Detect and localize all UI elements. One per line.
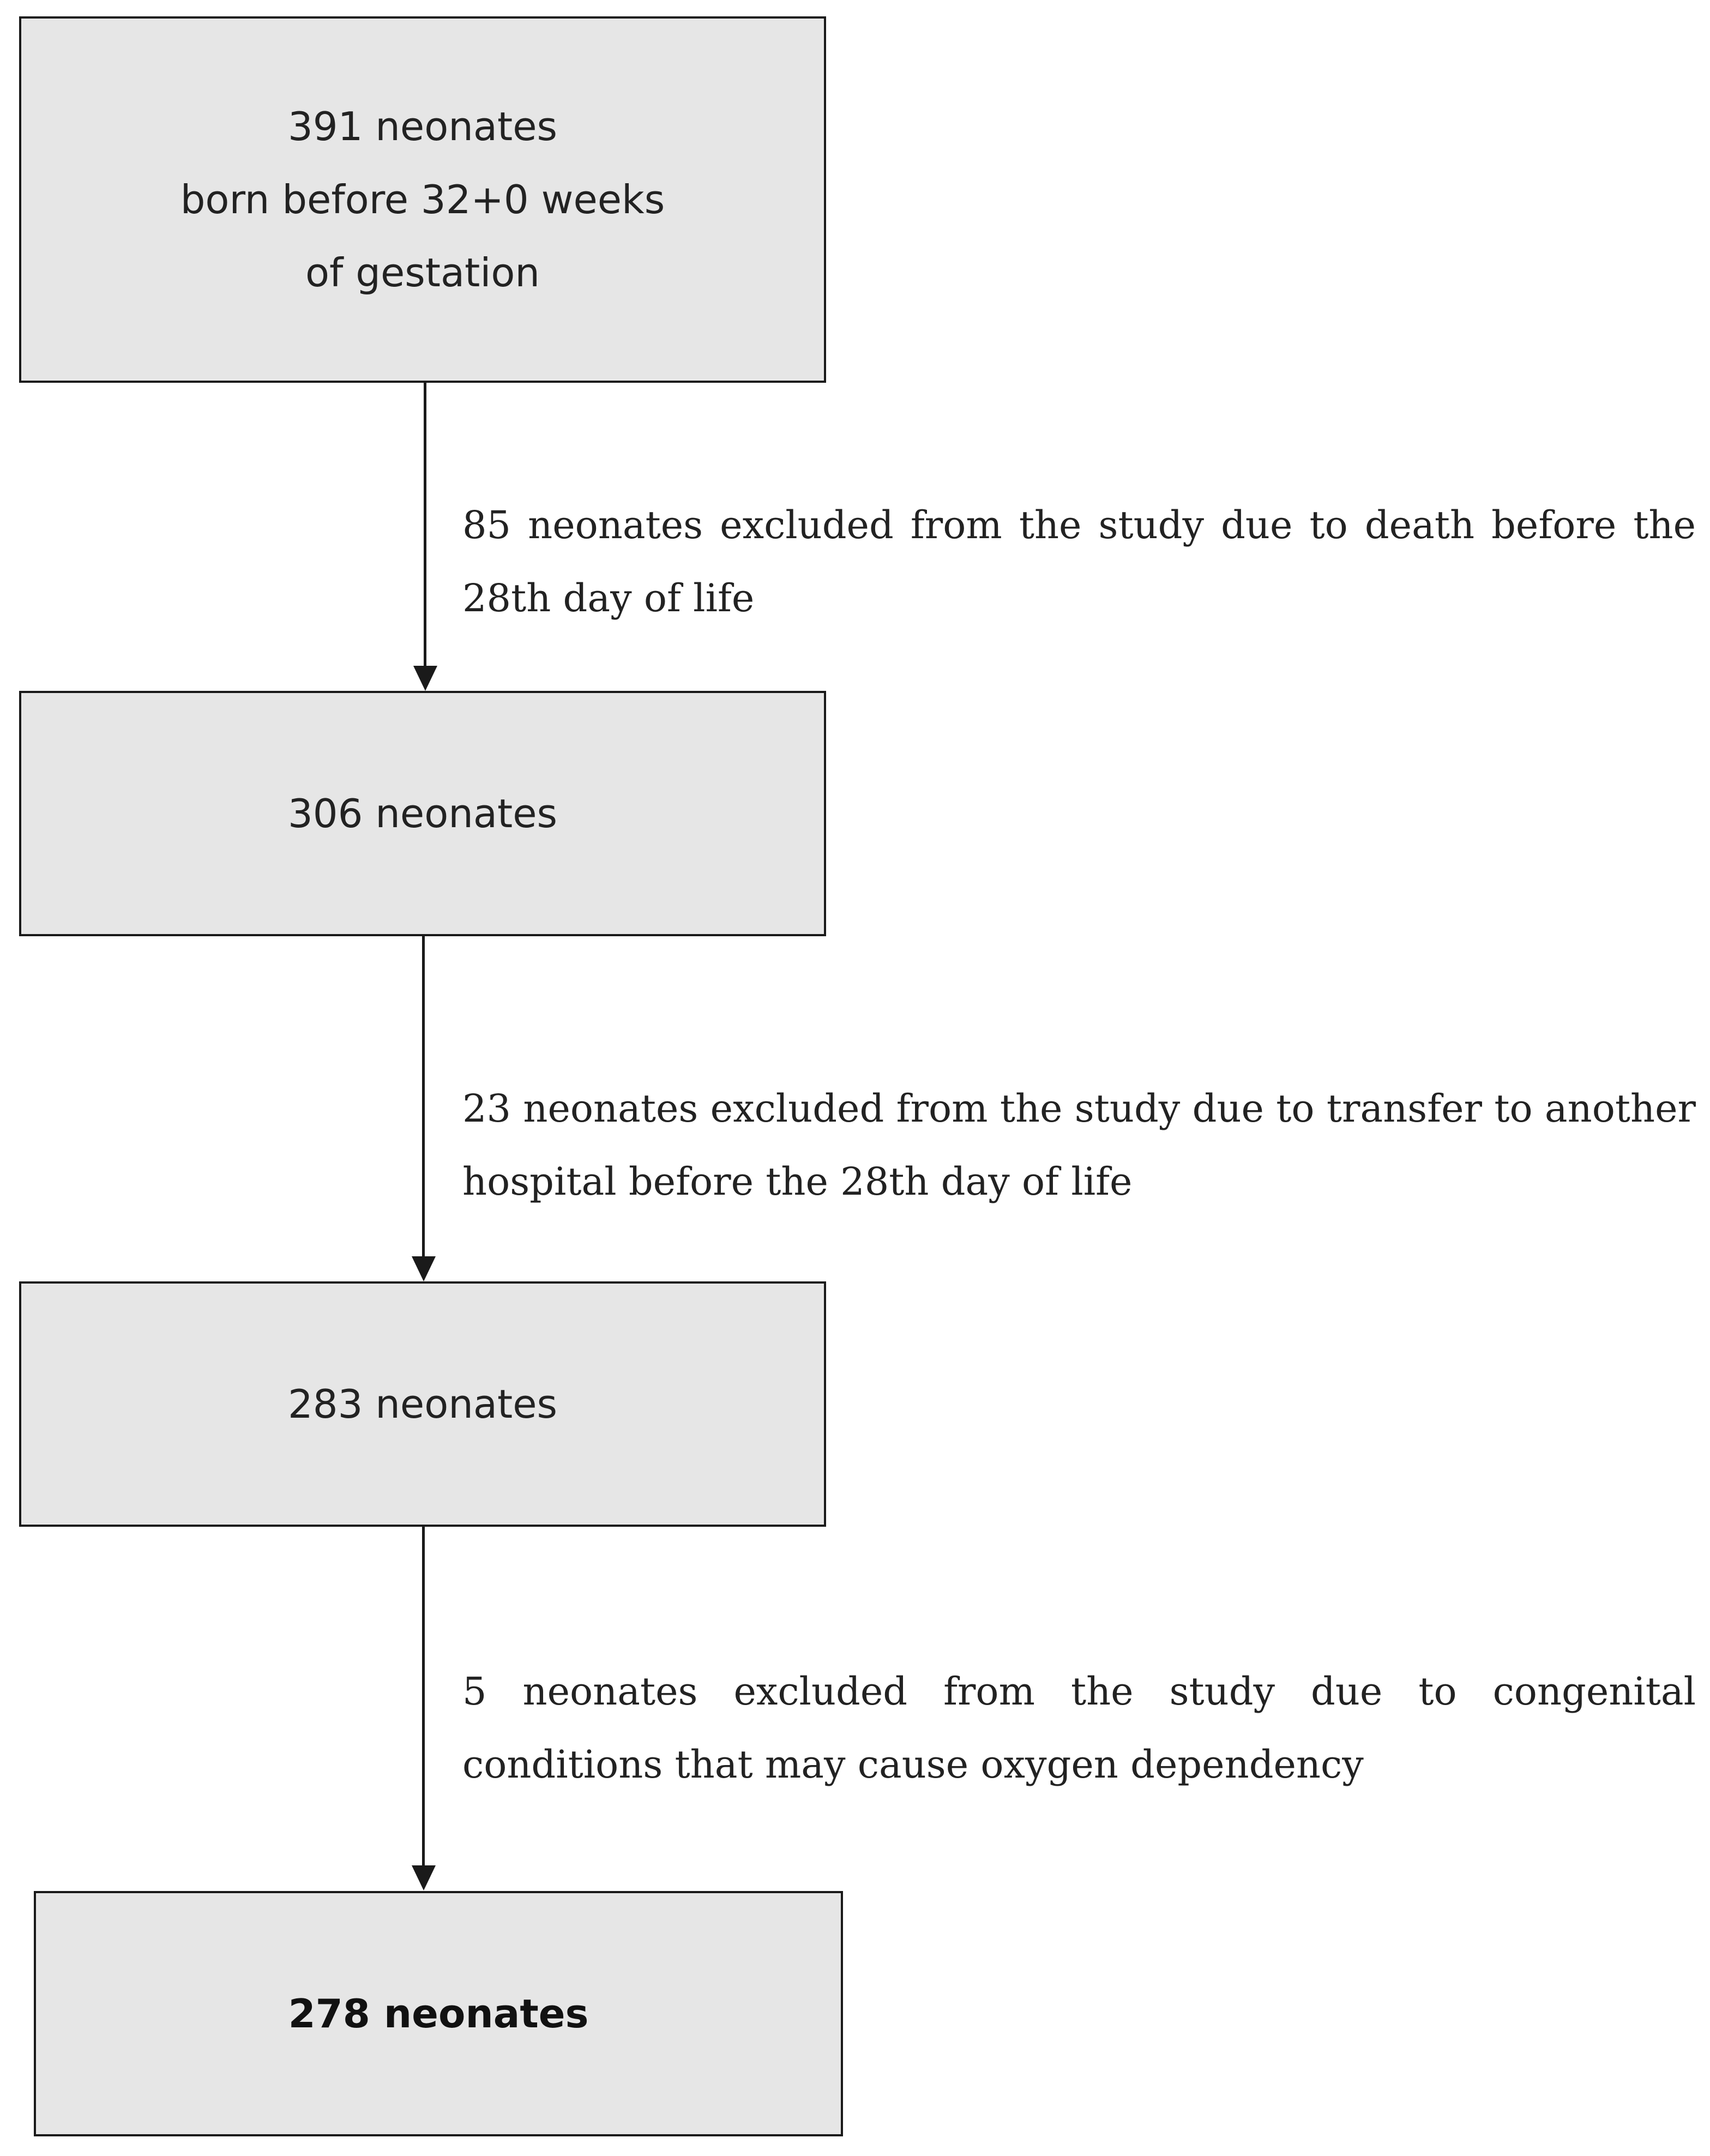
exclusion-note-congenital: 5 neonates excluded from the study due t… xyxy=(462,1655,1696,1801)
note-text-line: hospital before the 28th day of life xyxy=(462,1159,1133,1204)
box-text-line: born before 32+0 weeks xyxy=(180,177,665,222)
box-text-line: of gestation xyxy=(305,250,540,296)
note-text-line: 85 neonates excluded from the study due … xyxy=(462,503,1696,547)
flow-box-final-cohort: 278 neonates xyxy=(34,1891,843,2136)
box-text-line: 391 neonates xyxy=(287,104,558,149)
arrow-down-icon xyxy=(413,666,437,691)
note-text-line: 5 neonates excluded from the study due t… xyxy=(462,1669,1696,1714)
arrow-connector-3 xyxy=(422,1527,425,1866)
box-text-line: 306 neonates xyxy=(287,791,558,836)
box-text-line: 283 neonates xyxy=(287,1381,558,1427)
exclusion-note-transfer: 23 neonates excluded from the study due … xyxy=(462,1072,1696,1218)
note-text-line: 23 neonates excluded from the study due … xyxy=(462,1086,1696,1131)
flow-box-after-death-exclusion: 306 neonates xyxy=(19,691,826,936)
arrow-connector-1 xyxy=(424,383,426,666)
box-text-line: 278 neonates xyxy=(288,1991,589,2037)
flow-box-initial-cohort: 391 neonates born before 32+0 weeks of g… xyxy=(19,16,826,383)
note-text-line: conditions that may cause oxygen depende… xyxy=(462,1742,1364,1787)
arrow-connector-2 xyxy=(422,936,425,1257)
arrow-down-icon xyxy=(412,1865,436,1890)
arrow-down-icon xyxy=(412,1256,436,1281)
exclusion-note-death: 85 neonates excluded from the study due … xyxy=(462,489,1696,635)
flow-box-after-transfer-exclusion: 283 neonates xyxy=(19,1281,826,1527)
note-text-line: 28th day of life xyxy=(462,576,755,621)
